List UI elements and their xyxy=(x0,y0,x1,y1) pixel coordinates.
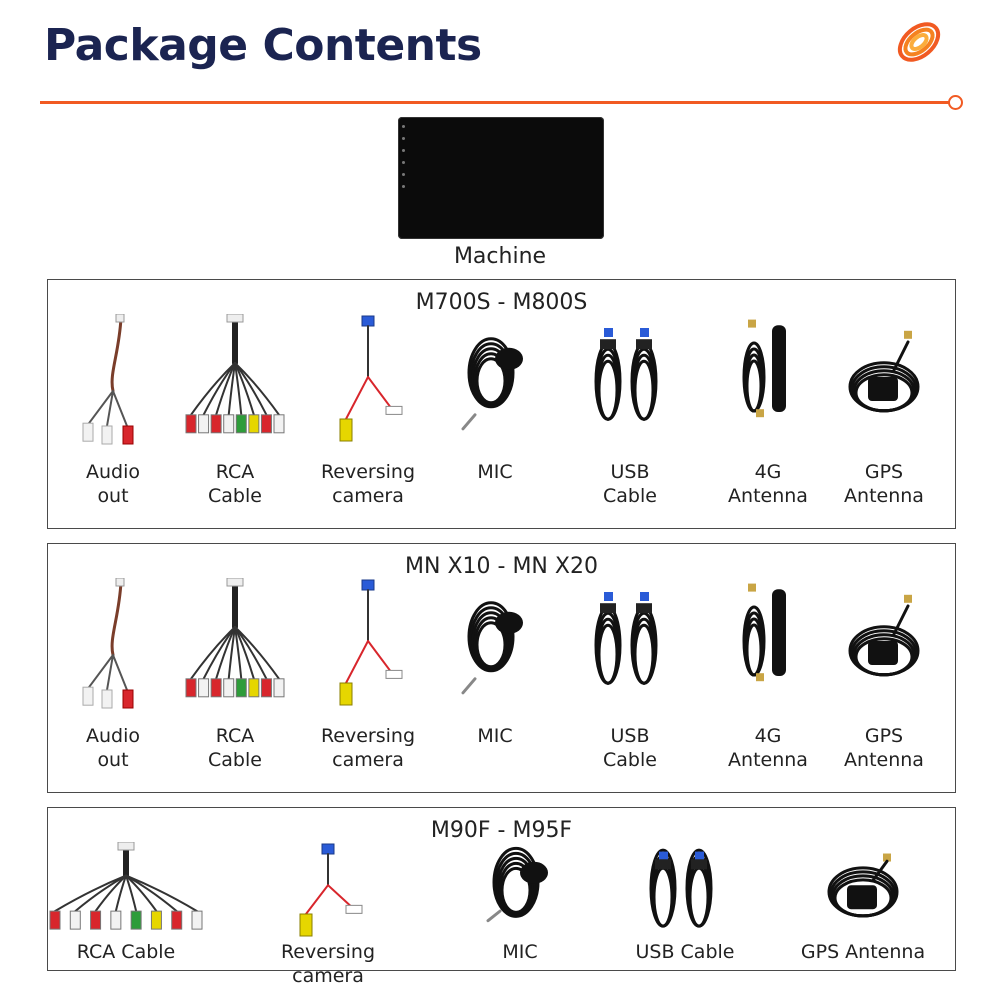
item-label-line2: camera xyxy=(332,485,404,507)
section-title: M90F - M95F xyxy=(430,818,573,843)
package-item: MIC xyxy=(437,280,553,528)
usb-cable-icon xyxy=(594,592,658,685)
rca-cable-icon xyxy=(185,314,285,434)
item-label-line2: Antenna xyxy=(844,485,924,507)
package-item: MIC xyxy=(435,808,605,970)
item-label-line1: RCA xyxy=(215,461,255,483)
item-label-line1: RCA xyxy=(215,725,255,747)
item-label-line1: GPS xyxy=(864,461,904,483)
item-label-line2: Cable xyxy=(208,485,262,507)
item-label-line1: RCA Cable xyxy=(76,941,176,963)
gps-antenna-icon xyxy=(827,853,899,918)
item-label-line1: MIC xyxy=(502,941,538,963)
item-label-line1: MIC xyxy=(477,461,513,483)
section-title: M700S - M800S xyxy=(415,290,588,315)
audio-out-cable-icon xyxy=(82,314,134,445)
item-label-line2: camera xyxy=(332,749,404,771)
item-label-line1: 4G xyxy=(754,725,782,747)
item-label-line1: USB Cable xyxy=(635,941,735,963)
package-item: USB Cable xyxy=(600,808,770,970)
item-label-line2: out xyxy=(97,485,129,507)
item-label-line2: Antenna xyxy=(728,485,808,507)
package-item: RCA Cable xyxy=(41,808,211,970)
microphone-icon xyxy=(486,846,548,923)
microphone-icon xyxy=(461,337,523,431)
reversing-camera-cable-icon xyxy=(339,579,403,706)
4g-antenna-icon xyxy=(742,583,786,682)
item-label-line1: GPS xyxy=(864,725,904,747)
header-divider xyxy=(40,101,952,104)
item-label-line1: MIC xyxy=(477,725,513,747)
4g-antenna-icon xyxy=(742,319,786,418)
item-label-line1: Audio xyxy=(85,461,140,483)
item-label-line1: Reversing camera xyxy=(280,941,376,987)
item-label-line1: Reversing xyxy=(320,461,416,483)
package-item: Reversing camera xyxy=(243,808,413,987)
gps-antenna-icon xyxy=(848,330,920,413)
machine-label: Machine xyxy=(453,244,547,269)
reversing-camera-cable-icon xyxy=(299,843,363,937)
divider-end-circle xyxy=(948,95,963,110)
item-label-line2: Antenna xyxy=(728,749,808,771)
section-title: MN X10 - MN X20 xyxy=(405,554,598,579)
item-label-line2: Cable xyxy=(208,749,262,771)
gps-antenna-icon xyxy=(848,594,920,677)
item-label-line2: Cable xyxy=(603,749,657,771)
audio-out-cable-icon xyxy=(82,578,134,709)
machine-head-unit-image xyxy=(398,117,604,239)
item-label-line1: GPS Antenna xyxy=(800,941,926,963)
reversing-camera-cable-icon xyxy=(339,315,403,442)
rca-cable-icon xyxy=(185,578,285,698)
item-label-line1: Reversing xyxy=(320,725,416,747)
item-label-line2: out xyxy=(97,749,129,771)
item-label-line1: USB xyxy=(610,725,650,747)
usb-cable-icon xyxy=(649,848,713,928)
package-item: MIC xyxy=(437,544,553,792)
item-label-line1: USB xyxy=(610,461,650,483)
item-label-line2: Cable xyxy=(603,485,657,507)
orange-spiral-logo-icon xyxy=(897,22,941,62)
item-label-line1: 4G xyxy=(754,461,782,483)
section-m90f-m95f: M90F - M95F RCA Cable Reversing camera MIC… xyxy=(47,807,956,987)
item-label-line2: Antenna xyxy=(844,749,924,771)
microphone-icon xyxy=(461,601,523,695)
rca-cable-icon xyxy=(49,842,203,930)
package-item: GPS Antenna xyxy=(778,808,948,970)
item-label-line1: Audio xyxy=(85,725,140,747)
usb-cable-icon xyxy=(594,328,658,421)
page-title: Package Contents xyxy=(44,20,482,71)
